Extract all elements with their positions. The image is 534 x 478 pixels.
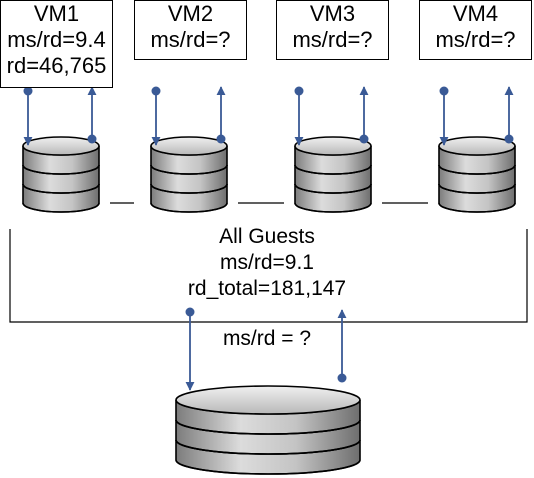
all-guests-ms-rd: ms/rd=9.1 [220,251,314,274]
vm1-ms-rd: ms/rd=9.4 [7,27,106,52]
vm2-name: VM2 [167,1,214,26]
all-guests-bracket [9,229,528,323]
storage-ms-rd: ms/rd = ? [222,327,312,350]
vm1-return-arrow [87,86,97,144]
vm4-box: VM4 ms/rd=? [419,0,532,60]
vm2-return-arrow [216,86,226,144]
vm2-disk-icon [150,136,228,213]
vm2-box: VM2 ms/rd=? [134,0,247,60]
vm3-ms-rd: ms/rd=? [292,27,373,52]
vm4-return-arrow [504,86,514,144]
connector-lines [9,202,528,323]
vm3-box: VM3 ms/rd=? [276,0,389,60]
vm4-disk-icon [438,136,516,213]
vm4-name: VM4 [452,1,499,26]
vm3-return-arrow [359,86,369,144]
vm1-name: VM1 [33,1,80,26]
vm2-read-arrow [151,86,161,146]
vm1-box: VM1 ms/rd=9.4 rd=46,765 [0,0,113,88]
vm1-disk-icon [22,136,100,213]
vm3-name: VM3 [309,1,356,26]
all-guests-rd-total: rd_total=181,147 [187,277,347,300]
vm3-disk-icon [294,136,372,213]
storage-return-arrow [337,309,347,383]
vm4-read-arrow [439,86,449,146]
vm1-rd: rd=46,765 [6,53,107,78]
all-guests-title: All Guests [219,225,315,248]
vm3-read-arrow [294,86,304,146]
vm4-ms-rd: ms/rd=? [435,27,516,52]
storage-disk-icon [175,385,361,475]
vm1-read-arrow [23,86,33,146]
vm2-ms-rd: ms/rd=? [150,27,231,52]
storage-read-arrow [185,307,195,391]
